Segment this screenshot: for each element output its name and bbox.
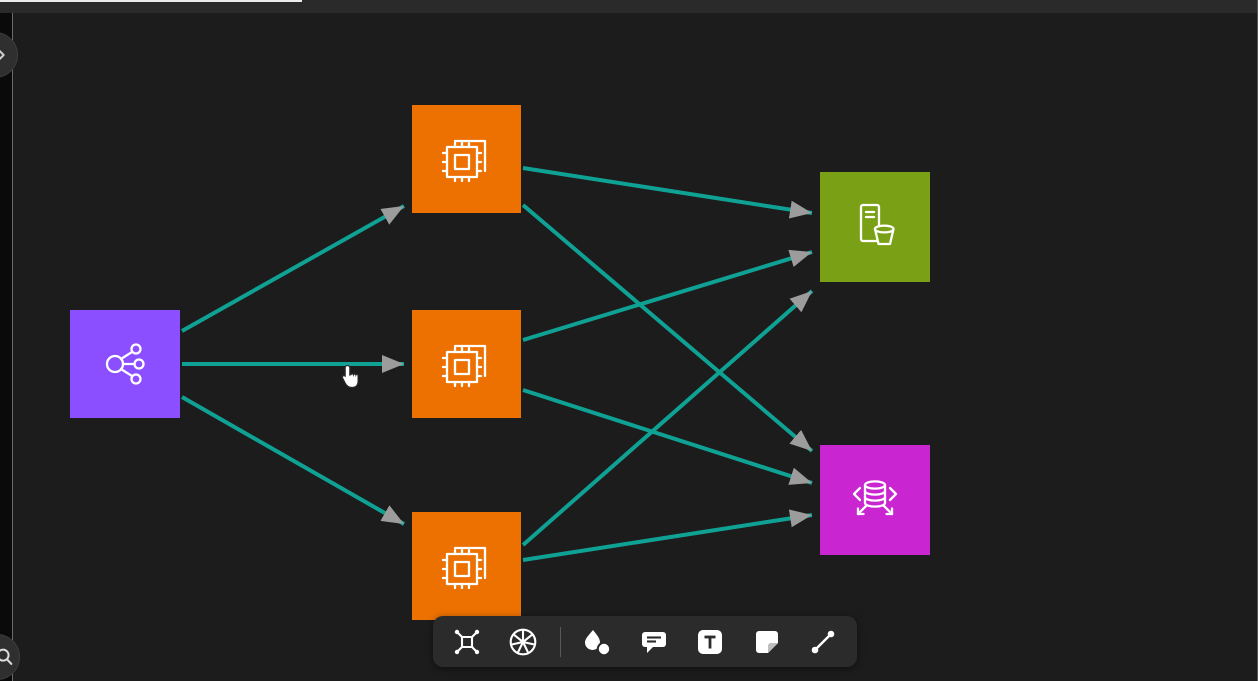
compute-chip-icon [441, 546, 486, 590]
left-rail [0, 13, 13, 681]
edge[interactable] [181, 395, 405, 526]
kubernetes-tool[interactable] [503, 622, 543, 662]
window-top-highlight [0, 0, 302, 2]
edge[interactable] [522, 249, 813, 342]
note-icon [755, 630, 778, 653]
compute-chip-icon [441, 344, 486, 388]
server-bucket-icon [859, 203, 895, 246]
edge[interactable] [522, 509, 813, 562]
node-storage-server[interactable] [820, 172, 930, 282]
edge[interactable] [521, 289, 814, 547]
canvas-toolbar [433, 616, 857, 667]
magnifier-icon [0, 648, 13, 665]
toolbar-divider [559, 626, 561, 657]
connector-tool[interactable] [803, 622, 843, 662]
node-compute-2[interactable] [412, 310, 521, 418]
node-scalable-database[interactable] [820, 445, 930, 555]
aws-services-tool[interactable] [447, 622, 487, 662]
aws-services-icon [454, 629, 480, 654]
shapes-tool[interactable] [577, 622, 617, 662]
load-balancer-icon [105, 343, 145, 385]
node-compute-3[interactable] [412, 512, 521, 620]
edge[interactable] [522, 388, 813, 485]
kubernetes-icon [510, 628, 537, 655]
text-icon [698, 629, 723, 654]
edge[interactable] [521, 203, 814, 453]
edge[interactable] [181, 204, 405, 333]
window-topbar [0, 0, 1257, 13]
chevron-right-icon [0, 49, 5, 61]
node-compute-1[interactable] [412, 105, 521, 213]
node-load-balancer[interactable] [70, 310, 180, 418]
database-scaling-icon [852, 480, 898, 516]
note-tool[interactable] [747, 622, 787, 662]
comment-icon [641, 631, 666, 653]
shapes-icon [585, 629, 612, 656]
comment-tool[interactable] [634, 622, 674, 662]
edge[interactable] [522, 166, 813, 219]
compute-chip-icon [441, 139, 486, 183]
text-tool[interactable] [690, 622, 730, 662]
connector-icon [811, 630, 835, 653]
